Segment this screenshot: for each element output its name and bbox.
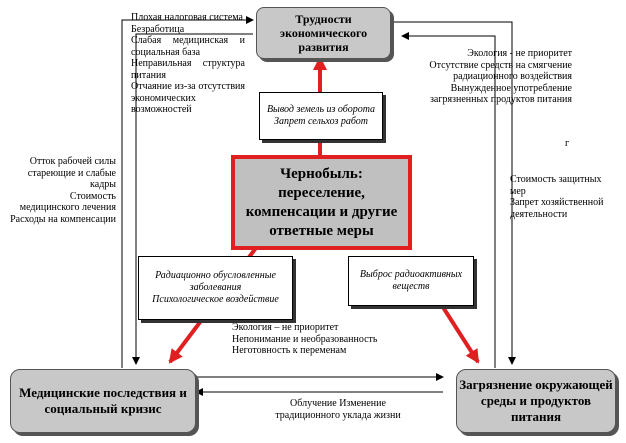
node-pollution: Загрязнение окружающей среды и продуктов… xyxy=(456,369,616,433)
line-top-left xyxy=(132,33,253,365)
label-top-right: Экология - не приоритет Отсутствие средс… xyxy=(429,48,572,105)
box-land-withdrawal: Вывод земель из оборота Запрет сельхоз р… xyxy=(259,92,383,140)
node-medical: Медицинские последствия и социальный кри… xyxy=(10,369,196,433)
label-top-left: Плохая налоговая система Безработица Сла… xyxy=(131,12,245,115)
line-right-top xyxy=(401,32,496,368)
box-radioactive-release: Выброс радиоактивных веществ xyxy=(348,256,474,306)
box-radiation-diseases: Радиационно обусловленные заболевания Пс… xyxy=(138,256,293,320)
node-economic: Трудности экономического развития xyxy=(256,7,391,59)
node-pollution-label: Загрязнение окружающей среды и продуктов… xyxy=(459,377,613,424)
label-bottom-lower: Облучение Изменение традиционного уклада… xyxy=(275,398,401,421)
box-land-withdrawal-label: Вывод земель из оборота Запрет сельхоз р… xyxy=(266,104,376,127)
node-medical-label: Медицинские последствия и социальный кри… xyxy=(19,385,187,416)
box-radioactive-release-label: Выброс радиоактивных веществ xyxy=(359,269,463,292)
box-radiation-diseases-label: Радиационно обусловленные заболевания Пс… xyxy=(152,270,279,305)
node-chernobyl: Чернобыль: переселение, компенсации и др… xyxy=(231,155,412,250)
label-mid-right: Стоимость защитных мер Запрет хозяйствен… xyxy=(510,174,604,220)
line-top-right xyxy=(391,21,516,365)
node-economic-label: Трудности экономического развития xyxy=(279,12,368,54)
label-bottom-upper: Экология – не приоритет Непонимание и не… xyxy=(232,322,378,356)
label-mid-left: Отток рабочей силы стареющие и слабые ка… xyxy=(10,156,116,225)
node-chernobyl-label: Чернобыль: переселение, компенсации и др… xyxy=(245,165,398,239)
line-left-top xyxy=(121,16,254,368)
label-tick: г xyxy=(565,138,570,149)
